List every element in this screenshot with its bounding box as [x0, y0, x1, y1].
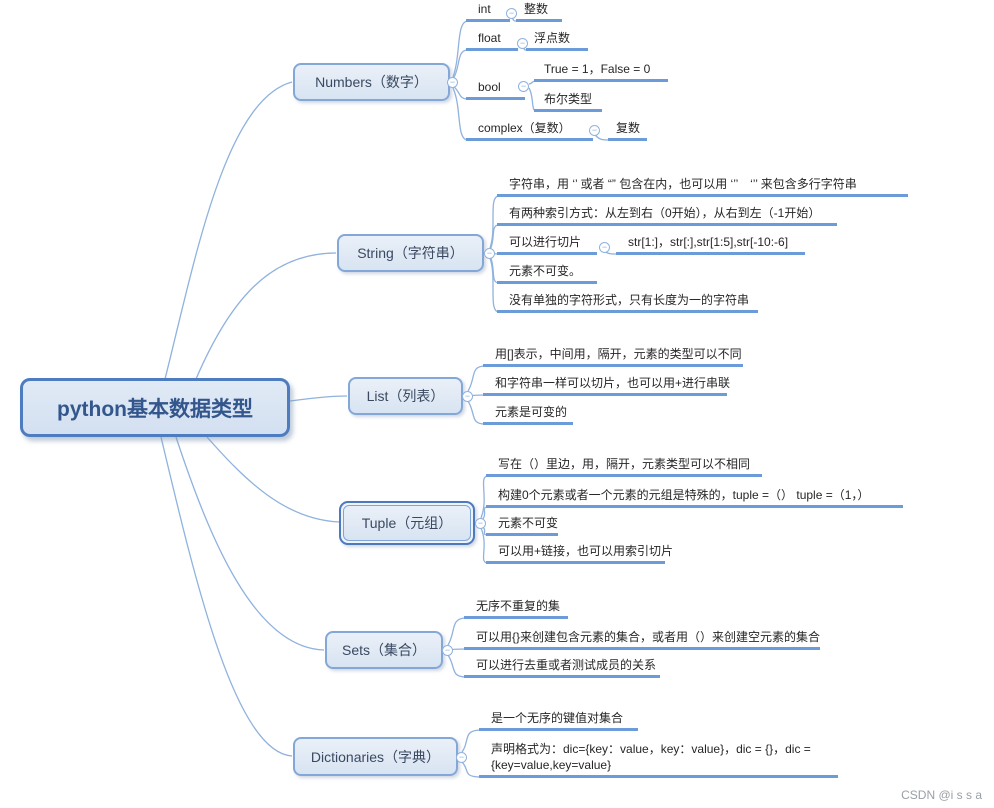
- wire-root-dict: [160, 436, 293, 757]
- topic-numbers[interactable]: Numbers（数字）: [293, 63, 450, 101]
- topic-tuple-label: Tuple（元组）: [361, 515, 453, 531]
- collapse-icon-slice[interactable]: −: [599, 242, 610, 253]
- wire-root-numbers: [164, 81, 293, 380]
- topic-tuple[interactable]: Tuple（元组）: [339, 501, 475, 545]
- leaf-string-nochar[interactable]: 没有单独的字符形式，只有长度为一的字符串: [497, 291, 758, 313]
- topic-string[interactable]: String（字符串）: [337, 234, 484, 272]
- leaf-list-1[interactable]: 用[]表示，中间用，隔开，元素的类型可以不同: [483, 345, 743, 367]
- collapse-icon-numbers[interactable]: −: [447, 77, 458, 88]
- collapse-icon-complex[interactable]: −: [589, 125, 600, 136]
- topic-dictionaries-label: Dictionaries（字典）: [310, 748, 441, 765]
- collapse-icon-int[interactable]: −: [506, 8, 517, 19]
- leaf-string-2[interactable]: 有两种索引方式：从左到右（0开始），从右到左（-1开始）: [497, 204, 837, 226]
- leaf-bool-truefalse[interactable]: True = 1，False = 0: [534, 60, 668, 82]
- collapse-icon-bool[interactable]: −: [518, 81, 529, 92]
- leaf-sets-2[interactable]: 可以用{}来创建包含元素的集合，或者用（）来创建空元素的集合: [464, 628, 820, 650]
- collapse-icon-string[interactable]: −: [484, 248, 495, 259]
- leaf-float[interactable]: float: [466, 29, 518, 51]
- leaf-float-value[interactable]: 浮点数: [526, 29, 588, 51]
- leaf-dict-1[interactable]: 是一个无序的键值对集合: [479, 709, 638, 731]
- collapse-icon-dictionaries[interactable]: −: [456, 752, 467, 763]
- leaf-tuple-1[interactable]: 写在（）里边，用，隔开，元素类型可以不相同: [486, 455, 762, 477]
- leaf-tuple-3[interactable]: 元素不可变: [486, 514, 558, 536]
- leaf-int-value[interactable]: 整数: [516, 0, 562, 22]
- leaf-complex[interactable]: complex（复数）: [466, 119, 593, 141]
- leaf-list-2[interactable]: 和字符串一样可以切片，也可以用+进行串联: [483, 374, 730, 396]
- topic-sets[interactable]: Sets（集合）: [325, 631, 443, 669]
- watermark: CSDN @i s s a: [901, 788, 982, 802]
- topic-numbers-label: Numbers（数字）: [315, 74, 428, 90]
- leaf-string-immutable[interactable]: 元素不可变。: [497, 262, 597, 284]
- topic-list-label: List（列表）: [366, 388, 445, 404]
- collapse-icon-tuple[interactable]: −: [475, 518, 486, 529]
- leaf-string-1[interactable]: 字符串，用 ‘’ 或者 “” 包含在内，也可以用 ‘’’ ‘’’ 来包含多行字符…: [497, 175, 908, 197]
- collapse-icon-sets[interactable]: −: [442, 645, 453, 656]
- collapse-icon-float[interactable]: −: [517, 38, 528, 49]
- leaf-string-slice[interactable]: 可以进行切片: [497, 233, 597, 255]
- topic-sets-label: Sets（集合）: [341, 642, 426, 658]
- leaf-string-slice-examples[interactable]: str[1:]，str[:],str[1:5],str[-10:-6]: [616, 233, 805, 255]
- topic-list[interactable]: List（列表）: [348, 377, 463, 415]
- topic-dictionaries[interactable]: Dictionaries（字典）: [293, 737, 458, 776]
- leaf-bool-type[interactable]: 布尔类型: [534, 90, 602, 112]
- leaf-tuple-2[interactable]: 构建0个元素或者一个元素的元组是特殊的，tuple =（） tuple =（1，…: [486, 486, 903, 508]
- leaf-list-3[interactable]: 元素是可变的: [483, 403, 573, 425]
- topic-tuple-inner: Tuple（元组）: [343, 505, 471, 541]
- wire-root-string: [195, 252, 337, 380]
- wire-root-sets: [175, 436, 325, 651]
- wire-root-tuple: [206, 436, 341, 523]
- leaf-tuple-4[interactable]: 可以用+链接，也可以用索引切片: [486, 542, 673, 564]
- root-topic[interactable]: python基本数据类型: [20, 378, 290, 437]
- leaf-dict-2[interactable]: 声明格式为：dic={key：value，key：value}，dic = {}…: [479, 740, 838, 778]
- collapse-icon-list[interactable]: −: [462, 391, 473, 402]
- leaf-bool[interactable]: bool: [466, 78, 525, 100]
- leaf-complex-value[interactable]: 复数: [608, 119, 647, 141]
- leaf-sets-3[interactable]: 可以进行去重或者测试成员的关系: [464, 656, 660, 678]
- leaf-sets-1[interactable]: 无序不重复的集: [464, 597, 568, 619]
- topic-string-label: String（字符串）: [357, 245, 464, 261]
- root-topic-label: python基本数据类型: [57, 397, 253, 421]
- leaf-int[interactable]: int: [466, 0, 510, 22]
- wire-root-list: [289, 395, 348, 402]
